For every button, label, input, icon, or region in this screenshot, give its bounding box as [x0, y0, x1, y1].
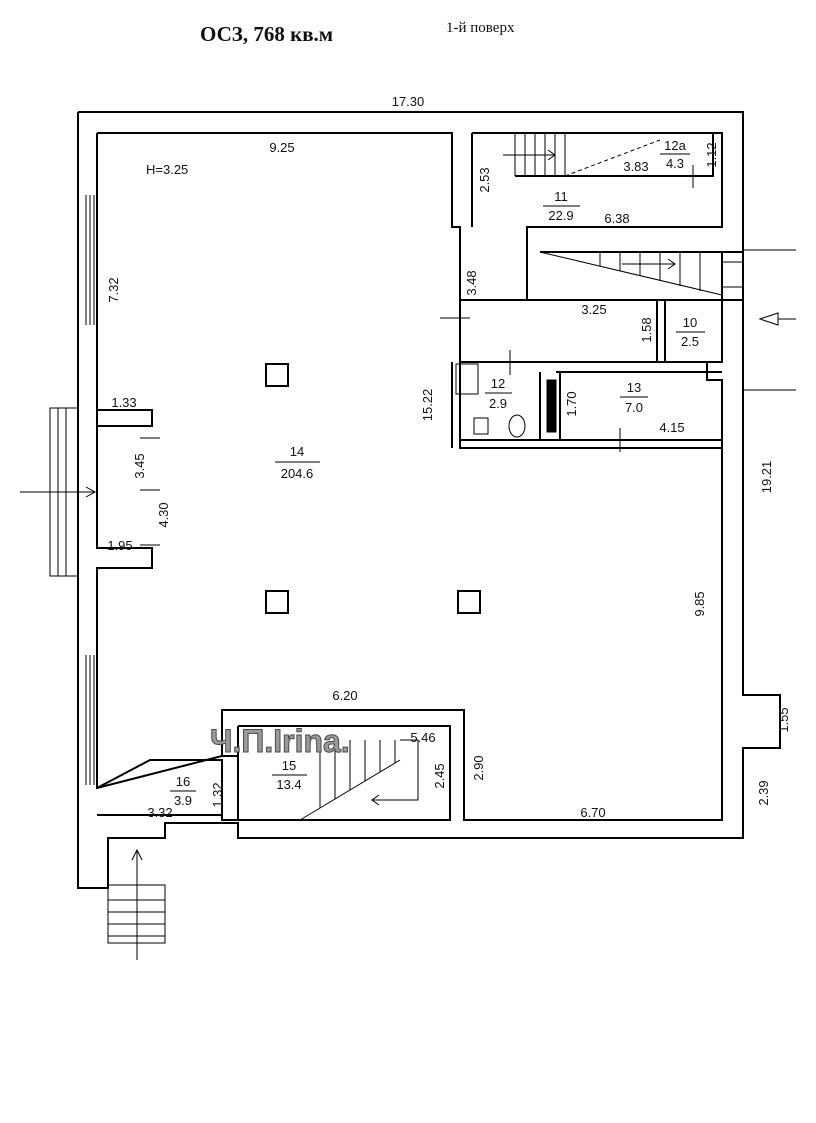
room-number: 12 [491, 376, 505, 391]
walls [77, 111, 781, 889]
dim-label: 1.32 [210, 782, 225, 807]
dim-label: 2.45 [432, 763, 447, 788]
room-number: 14 [290, 444, 304, 459]
room-15-label: 15 13.4 [272, 758, 307, 792]
dim-label: 1.95 [107, 538, 132, 553]
dim-label: 1.55 [776, 707, 791, 732]
room-area: 4.3 [666, 156, 684, 171]
left-windows [85, 195, 95, 785]
room-11-label: 11 22.9 [543, 189, 580, 223]
lower-stair [299, 739, 419, 821]
room-number: 16 [176, 774, 190, 789]
room-number: 13 [627, 380, 641, 395]
dim-label: 4.30 [156, 502, 171, 527]
ceiling-height: H=3.25 [146, 162, 188, 177]
dim-label: 17.30 [392, 94, 425, 109]
sanitary-fixtures [455, 363, 557, 438]
dim-label: 19.21 [759, 461, 774, 494]
room-labels: 14 204.6 11 22.9 12a 4.3 10 2.5 12 2.9 1… [170, 138, 705, 808]
room-number: 11 [554, 189, 568, 204]
dim-label: 9.85 [692, 591, 707, 616]
room-area: 3.9 [174, 793, 192, 808]
dim-label: 7.32 [106, 277, 121, 302]
dim-ticks [140, 165, 694, 546]
room-number: 10 [683, 315, 697, 330]
dim-label: 3.25 [581, 302, 606, 317]
room-area: 13.4 [276, 777, 301, 792]
dim-label: 3.45 [132, 453, 147, 478]
room-area: 2.5 [681, 334, 699, 349]
room-number: 15 [282, 758, 296, 773]
room-12a-label: 12a 4.3 [660, 138, 690, 171]
right-arrows [743, 249, 796, 391]
room-area: 22.9 [548, 208, 573, 223]
plan-title: ОСЗ, 768 кв.м [200, 22, 334, 46]
room-number: 12a [664, 138, 686, 153]
entrance-stair [107, 848, 166, 960]
dim-label: 6.20 [332, 688, 357, 703]
room-10-label: 10 2.5 [676, 315, 705, 349]
dim-label: 1.58 [639, 317, 654, 342]
dim-label: 1.33 [111, 395, 136, 410]
dim-label: 2.39 [756, 780, 771, 805]
upper-stair [503, 133, 661, 177]
dim-label: 1.70 [564, 391, 579, 416]
dim-label: 3.83 [623, 159, 648, 174]
floor-label: 1-й поверх [446, 20, 515, 36]
dim-label: 1.12 [704, 142, 719, 167]
dim-label: 4.15 [659, 420, 684, 435]
dim-label: 2.90 [471, 755, 486, 780]
room-16-label: 16 3.9 [170, 774, 196, 808]
watermark: Ч.П.Irina. [210, 723, 350, 759]
dim-label: 2.53 [477, 167, 492, 192]
left-porch [20, 407, 97, 577]
middle-stair [539, 251, 744, 296]
room-13-label: 13 7.0 [620, 380, 648, 415]
room-area: 2.9 [489, 396, 507, 411]
dim-label: 15.22 [420, 389, 435, 422]
dimension-labels: 17.30 9.25 2.53 3.83 1.12 6.38 7.32 3.48… [106, 94, 791, 820]
dim-label: 9.25 [269, 140, 294, 155]
dim-label: 5.46 [410, 730, 435, 745]
dim-label: 3.48 [464, 270, 479, 295]
dim-label: 6.70 [580, 805, 605, 820]
room-12-label: 12 2.9 [485, 376, 512, 411]
room-area: 204.6 [281, 466, 314, 481]
columns [265, 363, 481, 614]
dim-label: 6.38 [604, 211, 629, 226]
dim-label: 3.32 [147, 805, 172, 820]
room-14-label: 14 204.6 [275, 444, 320, 481]
room-area: 7.0 [625, 400, 643, 415]
